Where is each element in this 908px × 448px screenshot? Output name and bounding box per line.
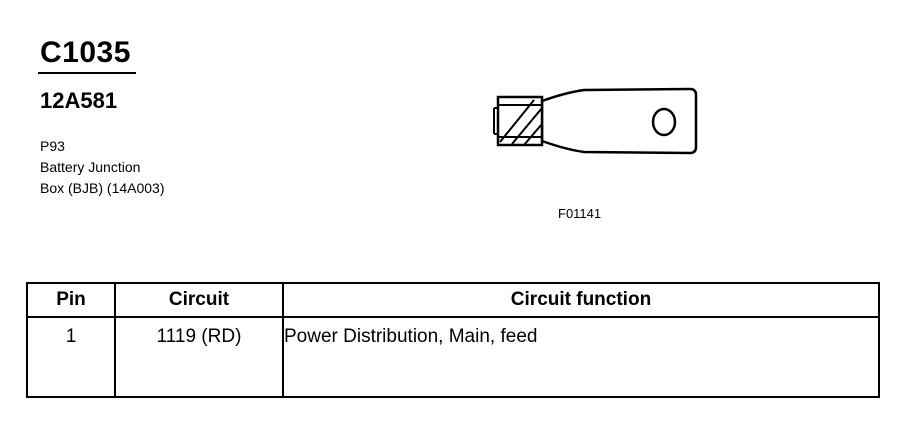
table-header-row: Pin Circuit Circuit function — [26, 282, 880, 318]
pinout-table: Pin Circuit Circuit function 1 1119 (RD)… — [26, 282, 880, 398]
location-line: Box (BJB) (14A003) — [40, 180, 165, 196]
ring-terminal-drawing — [493, 87, 698, 155]
column-header-pin: Pin — [26, 282, 116, 318]
terminal-tongue — [540, 87, 698, 155]
title-underline — [38, 72, 136, 74]
terminal-barrel-inner — [497, 104, 543, 138]
table-row: 1 1119 (RD) Power Distribution, Main, fe… — [26, 316, 880, 398]
column-header-circuit: Circuit — [114, 282, 284, 318]
location-line: P93 — [40, 138, 65, 154]
barrel-hatch — [511, 107, 543, 145]
connector-location: P93 Battery Junction Box (BJB) (14A003) — [40, 136, 165, 199]
terminal-stud-hole — [651, 107, 677, 137]
cell-circuit: 1119 (RD) — [114, 316, 284, 398]
location-line: Battery Junction — [40, 159, 141, 175]
barrel-hatch — [523, 123, 543, 146]
connector-id: C1035 — [40, 36, 131, 69]
column-header-function: Circuit function — [282, 282, 880, 318]
figure-id: F01141 — [558, 206, 602, 221]
part-number: 12A581 — [40, 88, 118, 113]
barrel-hatch — [499, 99, 535, 143]
cell-pin: 1 — [26, 316, 116, 398]
cell-function: Power Distribution, Main, feed — [282, 316, 880, 398]
